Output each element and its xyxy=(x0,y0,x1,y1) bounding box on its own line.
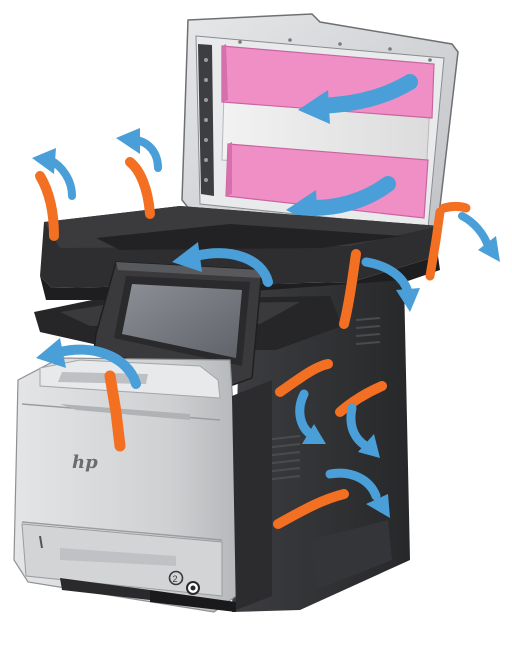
power-button[interactable] xyxy=(187,582,199,594)
front-housing xyxy=(14,358,272,612)
hp-logo-text: hp xyxy=(72,452,98,473)
arrow-lid-right xyxy=(462,216,500,262)
tray-number: 2 xyxy=(173,574,178,584)
tape-center-scanner xyxy=(130,162,150,214)
